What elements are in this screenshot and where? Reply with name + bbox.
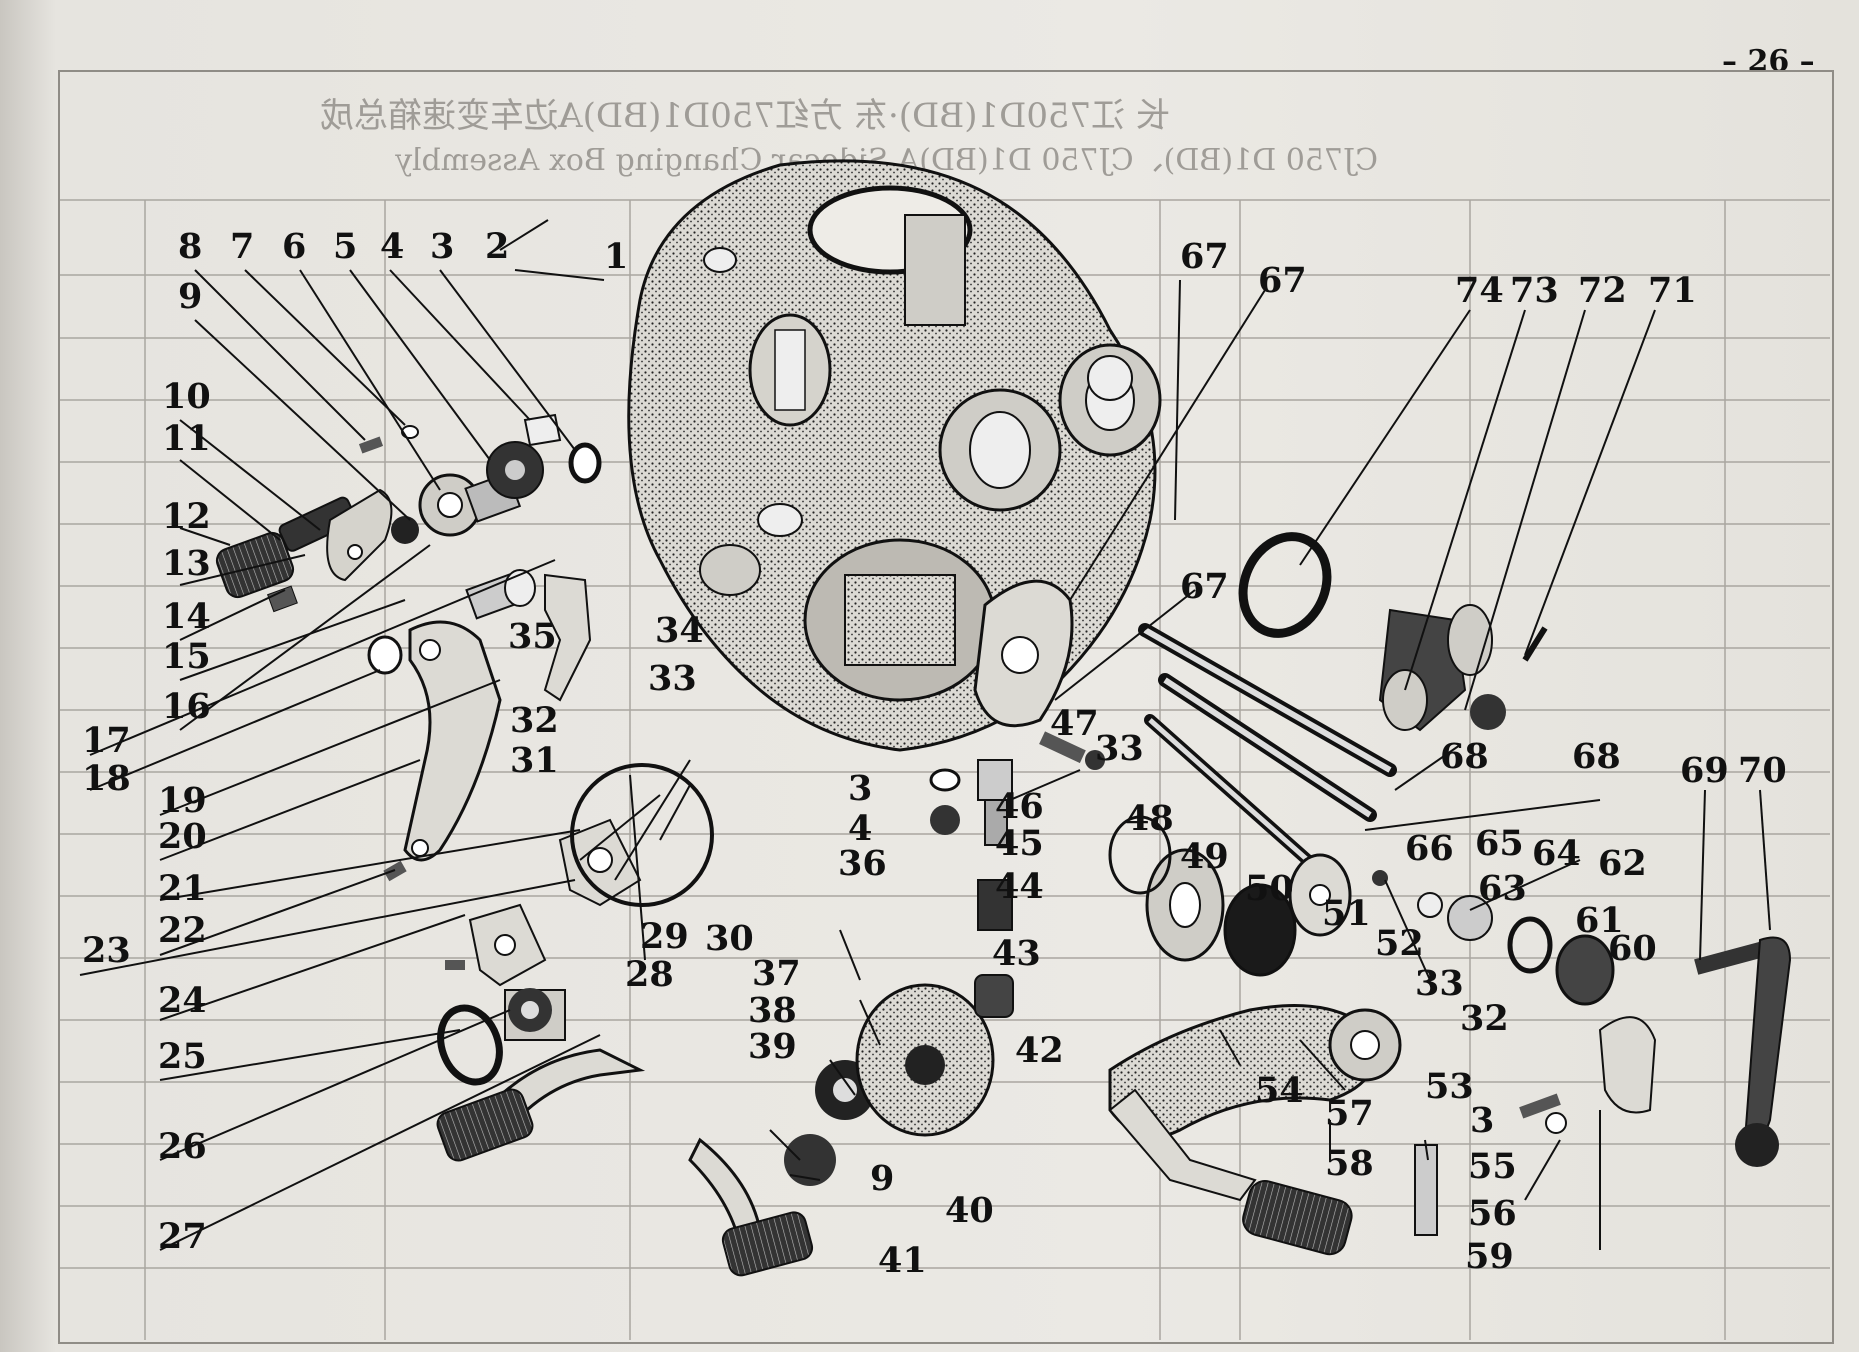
callout: 70	[1738, 750, 1787, 791]
callout: 60	[1608, 928, 1657, 969]
callout: 3	[1470, 1100, 1494, 1141]
callout: 2	[485, 226, 509, 267]
callout: 3	[848, 768, 872, 809]
parts-table-frame	[58, 70, 1834, 1344]
callout: 4	[380, 226, 404, 267]
callout: 22	[158, 910, 207, 951]
callout: 49	[1180, 836, 1229, 877]
callout: 33	[648, 658, 697, 699]
callout: 9	[178, 276, 202, 317]
shift-lever-parts	[367, 569, 714, 1086]
callout: 33	[1095, 728, 1144, 769]
reverse-gear-parts	[1108, 815, 1792, 1256]
callout: 15	[162, 636, 211, 677]
callout: 39	[748, 1026, 797, 1067]
callout: 41	[878, 1240, 927, 1281]
callout: 67	[1258, 260, 1307, 301]
callout: 69	[1680, 750, 1729, 791]
callout: 25	[158, 1036, 207, 1077]
callout: 16	[162, 686, 211, 727]
callout: 68	[1440, 736, 1489, 777]
callout: 64	[1532, 833, 1581, 874]
callout: 1	[604, 236, 628, 277]
callout: 42	[1015, 1030, 1064, 1071]
callout: 66	[1405, 828, 1454, 869]
callout: 14	[162, 596, 211, 637]
callout: 4	[848, 808, 872, 849]
callout: 62	[1598, 843, 1647, 884]
callout: 38	[748, 990, 797, 1031]
callout: 73	[1510, 270, 1559, 311]
callout: 31	[510, 740, 559, 781]
callout: 12	[162, 496, 211, 537]
callout: 40	[945, 1190, 994, 1231]
callout: 10	[162, 376, 211, 417]
callout: 29	[640, 916, 689, 957]
callout: 36	[838, 843, 887, 884]
callout: 59	[1465, 1236, 1514, 1277]
callout: 65	[1475, 823, 1524, 864]
callout: 37	[752, 953, 801, 994]
callout: 6	[282, 226, 306, 267]
callout: 27	[158, 1216, 207, 1257]
callout: 43	[992, 933, 1041, 974]
callout: 28	[625, 954, 674, 995]
callout: 30	[705, 918, 754, 959]
callout: 46	[995, 786, 1044, 827]
callout: 47	[1050, 703, 1099, 744]
flange-and-shafts	[973, 532, 1548, 886]
callout: 33	[1415, 963, 1464, 1004]
callout: 74	[1455, 270, 1504, 311]
left-shaft-assembly	[215, 413, 602, 613]
callout: 17	[82, 720, 131, 761]
callout: 67	[1180, 566, 1229, 607]
callout: 23	[82, 930, 131, 971]
callout: 53	[1425, 1066, 1474, 1107]
callout: 24	[158, 980, 207, 1021]
page-number: – 26 –	[1722, 44, 1815, 79]
callout: 48	[1125, 798, 1174, 839]
callout: 45	[995, 823, 1044, 864]
callout: 9	[870, 1158, 894, 1199]
callout: 8	[178, 226, 202, 267]
callout: 63	[1478, 868, 1527, 909]
callout: 3	[430, 226, 454, 267]
callout: 5	[333, 226, 357, 267]
callout: 54	[1255, 1070, 1304, 1111]
callout: 26	[158, 1126, 207, 1167]
callout: 19	[158, 780, 207, 821]
callout: 71	[1648, 270, 1697, 311]
callout: 61	[1575, 900, 1624, 941]
round-cover	[855, 731, 1105, 1137]
callout: 44	[995, 866, 1044, 907]
callout: 34	[655, 610, 704, 651]
callout: 32	[1460, 998, 1509, 1039]
callout: 58	[1325, 1143, 1374, 1184]
callout: 52	[1375, 923, 1424, 964]
callout-labels: 1 2 3 4 5 6 7 8 9 10 11 12 13 14 15 16 1…	[82, 226, 1787, 1281]
callout: 67	[1180, 236, 1229, 277]
callout: 68	[1572, 736, 1621, 777]
callout: 32	[510, 700, 559, 741]
callout: 21	[158, 868, 207, 909]
gearbox-housing	[627, 159, 1162, 752]
callout: 57	[1325, 1093, 1374, 1134]
callout: 11	[162, 418, 211, 459]
callout: 55	[1468, 1146, 1517, 1187]
callout: 50	[1245, 868, 1294, 909]
callout: 72	[1578, 270, 1627, 311]
callout: 51	[1322, 893, 1371, 934]
callout: 13	[162, 543, 211, 584]
callout: 20	[158, 816, 207, 857]
callout: 18	[82, 758, 131, 799]
leader-lines	[79, 219, 1771, 1251]
callout: 56	[1468, 1193, 1517, 1234]
callout: 7	[230, 226, 254, 267]
callout: 35	[508, 616, 557, 657]
